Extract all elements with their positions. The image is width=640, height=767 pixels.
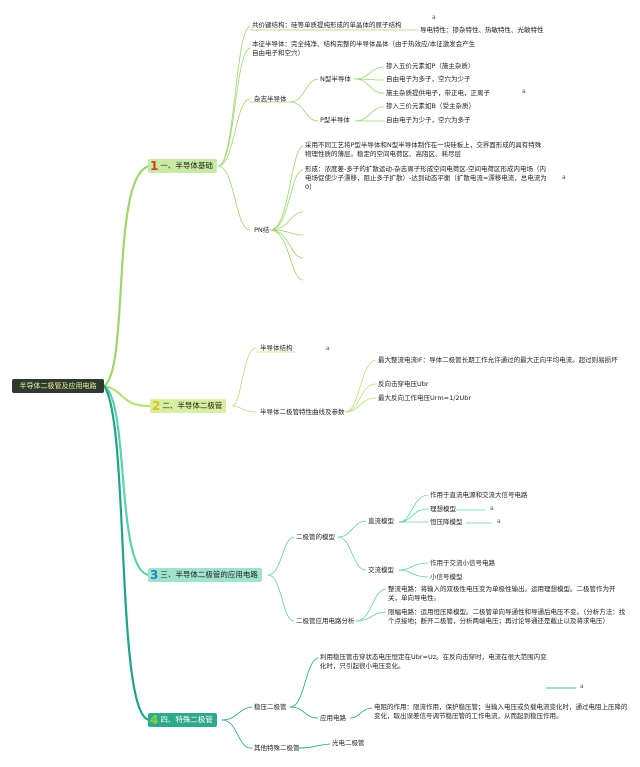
branch-1-number: 1 xyxy=(150,159,159,173)
node-n-type-donor[interactable]: 施主杂质提供电子，带正电，正离子 xyxy=(386,89,490,97)
node-zener-diode[interactable]: 稳压二极管 xyxy=(254,703,287,711)
node-other-special-diodes[interactable]: 其他特殊二极管 xyxy=(254,744,300,752)
branch-4-number: 4 xyxy=(150,713,159,727)
node-covalent-structure[interactable]: 共价键结构：硅等单质提纯形成的单晶体的原子结构 xyxy=(252,21,402,29)
marker-a: a xyxy=(490,505,494,512)
node-n-type[interactable]: N型半导体 xyxy=(320,75,351,83)
line-root-b4 xyxy=(102,384,152,722)
branch-3-label: 三、半导体二极管的应用电路 xyxy=(160,570,258,579)
node-max-forward-current[interactable]: 最大整流电流IF：导体二极管长期工作允许通过的最大正向平均电流。超过则易损坏 xyxy=(378,356,618,364)
node-pn-formation[interactable]: 形成：浓度差-多子的扩散运动-杂志离子形成空间电荷区-空间电荷区形成内电场（内电… xyxy=(305,165,547,191)
node-dc-model[interactable]: 直流模型 xyxy=(368,517,394,525)
node-ac-model-usage[interactable]: 作用于交流小信号电路 xyxy=(430,559,495,567)
branch-1-label: 一、半导体基础 xyxy=(160,161,213,170)
line-root-b1 xyxy=(102,164,152,388)
node-doped-semiconductor[interactable]: 杂志半导体 xyxy=(254,95,287,103)
node-application-circuit[interactable]: 应用电路 xyxy=(320,714,346,722)
node-ideal-model[interactable]: 理想模型 xyxy=(430,505,456,513)
marker-a: a xyxy=(522,88,526,95)
node-ac-model[interactable]: 交流模型 xyxy=(368,566,394,574)
node-small-signal-model[interactable]: 小信号模型 xyxy=(430,573,463,581)
node-p-type[interactable]: P型半导体 xyxy=(320,116,350,124)
node-p-type-carriers[interactable]: 自由电子为少子，空穴为多子 xyxy=(386,116,471,124)
marker-a: a xyxy=(432,14,436,21)
branch-4-label: 四、特殊二极管 xyxy=(160,715,213,724)
node-reverse-breakdown[interactable]: 反向击穿电压Ubr xyxy=(378,380,429,388)
node-dc-model-usage[interactable]: 作用于直流电源和交流大信号电路 xyxy=(430,491,528,499)
node-photodiode[interactable]: 光电二极管 xyxy=(332,739,365,747)
node-diode-structure[interactable]: 半导体结构 xyxy=(260,344,293,352)
node-constant-drop-model[interactable]: 恒压降模型 xyxy=(430,518,463,526)
branch-2-number: 2 xyxy=(152,399,161,413)
node-resistor-function[interactable]: 电阻的作用：限流作用，保护稳压管；当输入电压或负载电流变化时，通过电阻上压降的变… xyxy=(374,703,628,720)
node-intrinsic-semiconductor[interactable]: 本征半导体：完全纯净、结构完整的半导体晶体（由于热效应/本征激发会产生自由电子和… xyxy=(252,40,476,57)
node-diode-models[interactable]: 二极管的模型 xyxy=(296,533,335,541)
marker-a: a xyxy=(562,174,566,181)
marker-a: a xyxy=(497,518,501,525)
node-max-reverse-voltage[interactable]: 最大反向工作电压Urm=1/2Ubr xyxy=(378,394,472,402)
node-zener-principle[interactable]: 利用稳压管击穿状态电压恒定在Ubr=Uz。在反向击穿时，电流在很大范围内变化时，… xyxy=(320,653,547,670)
node-pn-definition[interactable]: 采用不同工艺将P型半导体和N型半导体制作在一块硅板上，交界面形成的具有特殊物理性… xyxy=(305,141,542,158)
root-node[interactable]: 半导体二极管及应用电路 xyxy=(12,379,104,393)
line-root-b2 xyxy=(102,384,152,408)
line-root-b3 xyxy=(102,384,152,577)
node-pn-junction[interactable]: PN结 xyxy=(254,226,270,234)
node-circuit-analysis[interactable]: 二极管应用电路分析 xyxy=(296,617,355,625)
branch-2-label: 二、半导体二极管 xyxy=(162,401,223,410)
branch-3-number: 3 xyxy=(150,568,159,582)
marker-a: a xyxy=(580,683,584,690)
node-diode-characteristics[interactable]: 半导体二极管特性曲线及参数 xyxy=(260,408,345,416)
node-n-type-doping[interactable]: 掺入五价元素如P（施主杂质） xyxy=(386,62,475,70)
node-clipper-circuit[interactable]: 限幅电路：运用恒压降模型。二极管单向导通性和导通后电压不变。（分析方法：找个点接… xyxy=(388,608,626,625)
node-n-type-carriers[interactable]: 自由电子为多子，空穴为少子 xyxy=(386,75,471,83)
marker-a: a xyxy=(326,345,330,352)
node-rectifier-circuit[interactable]: 整流电路：将输入的双极性电压变为单极性输出。运用理想模型。二极管作为开关，单向导… xyxy=(388,585,616,602)
node-conduction-property[interactable]: 导电特性：掺杂特性、热敏特性、光敏特性 xyxy=(420,26,544,34)
node-p-type-doping[interactable]: 掺入三价元素如B（受主杂质） xyxy=(386,102,475,110)
